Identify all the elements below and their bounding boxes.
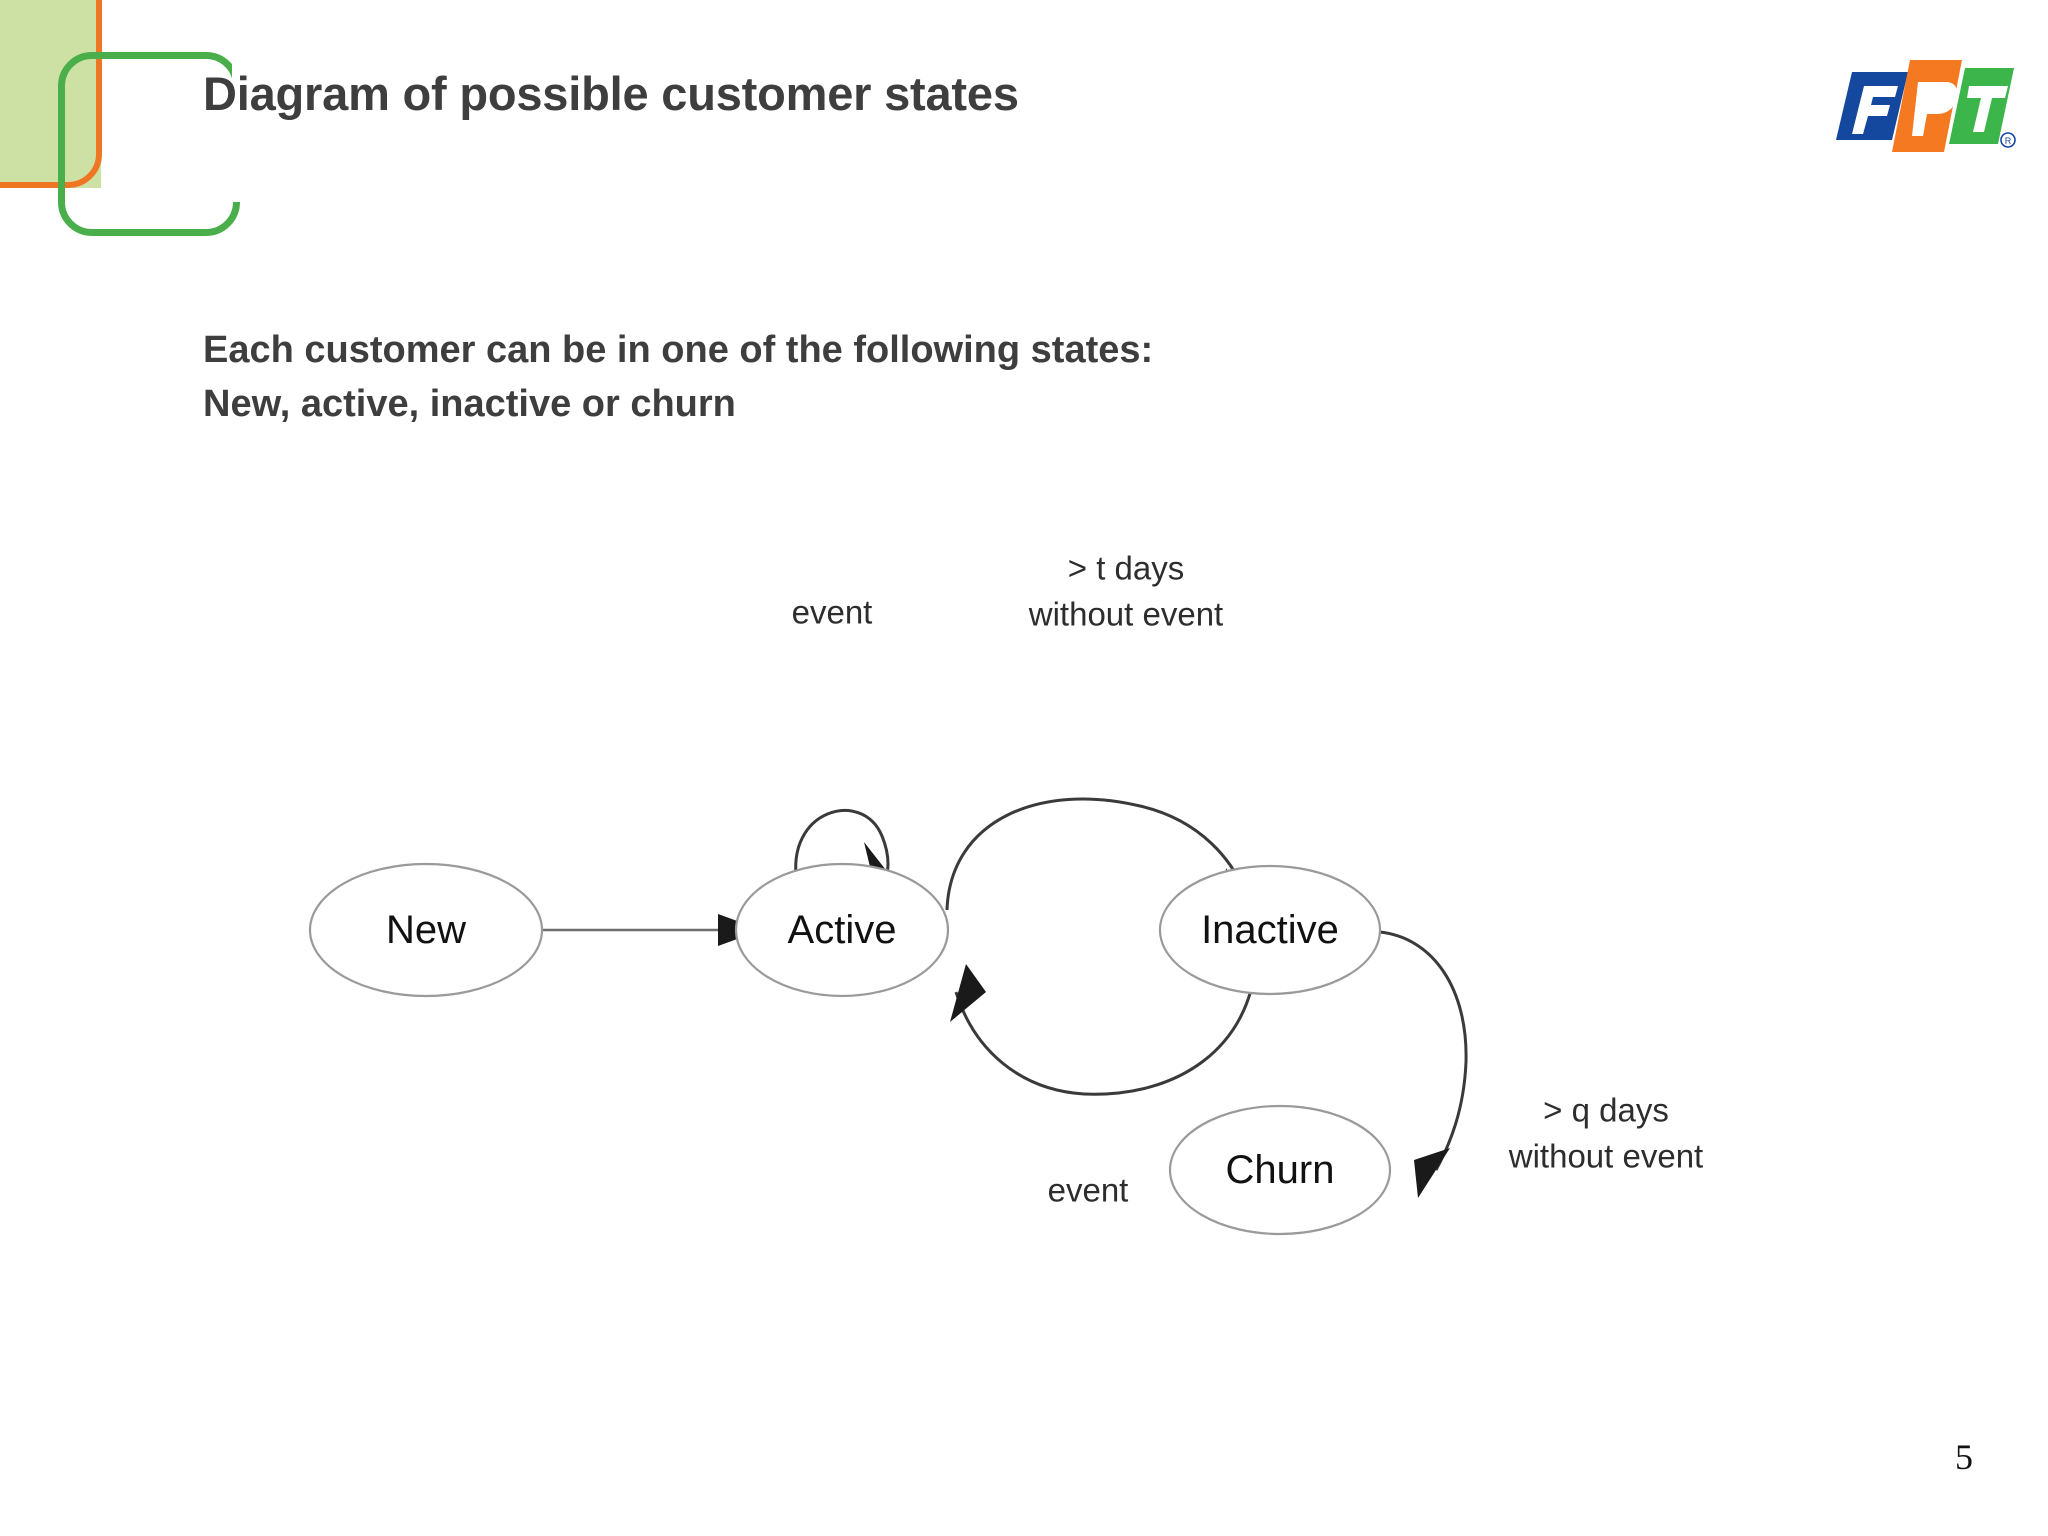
edge-new-to-active — [542, 914, 762, 946]
body-paragraph: Each customer can be in one of the follo… — [203, 329, 1154, 425]
fpt-logo-svg: R — [1836, 60, 2016, 152]
state-node-active[interactable]: Active — [734, 862, 950, 998]
state-node-active-label: Active — [788, 908, 897, 952]
state-node-churn-label: Churn — [1226, 1148, 1335, 1192]
state-node-new-label: New — [386, 908, 466, 952]
page-title: Diagram of possible customer states — [203, 67, 1019, 120]
registered-trademark-icon: R — [2000, 132, 2016, 148]
fpt-logo: R — [1828, 52, 2018, 152]
state-node-new[interactable]: New — [308, 862, 544, 998]
edge-label-return-event: event — [1048, 1172, 1129, 1209]
edge-label-t-days-line1-visible: > t days — [1068, 550, 1184, 587]
decorative-green-block — [0, 0, 101, 188]
decorative-orange-rounded-rect — [0, 0, 102, 188]
decorative-corner-graphic — [0, 0, 300, 280]
edge-label-q-days-line2: without event — [1508, 1138, 1703, 1175]
fpt-logo-letter-p — [1892, 60, 1962, 152]
state-node-churn[interactable]: Churn — [1168, 1104, 1392, 1236]
state-diagram-svg: event > t days without event event > q d… — [308, 797, 1703, 1236]
svg-text:R: R — [2005, 136, 2012, 146]
edge-inactive-to-churn — [1379, 930, 1468, 1198]
page-number: 5 — [1955, 1437, 1973, 1477]
fpt-logo-letter-f — [1836, 72, 1908, 140]
edge-label-q-days-line1: > q days — [1543, 1092, 1669, 1129]
state-node-inactive[interactable]: Inactive — [1158, 864, 1382, 996]
state-node-inactive-label: Inactive — [1201, 908, 1339, 952]
fpt-logo-letter-t — [1949, 68, 2014, 144]
edge-inactive-to-active — [950, 959, 1258, 1096]
customer-state-diagram: event > t days without event event > q d… — [250, 620, 1810, 1300]
